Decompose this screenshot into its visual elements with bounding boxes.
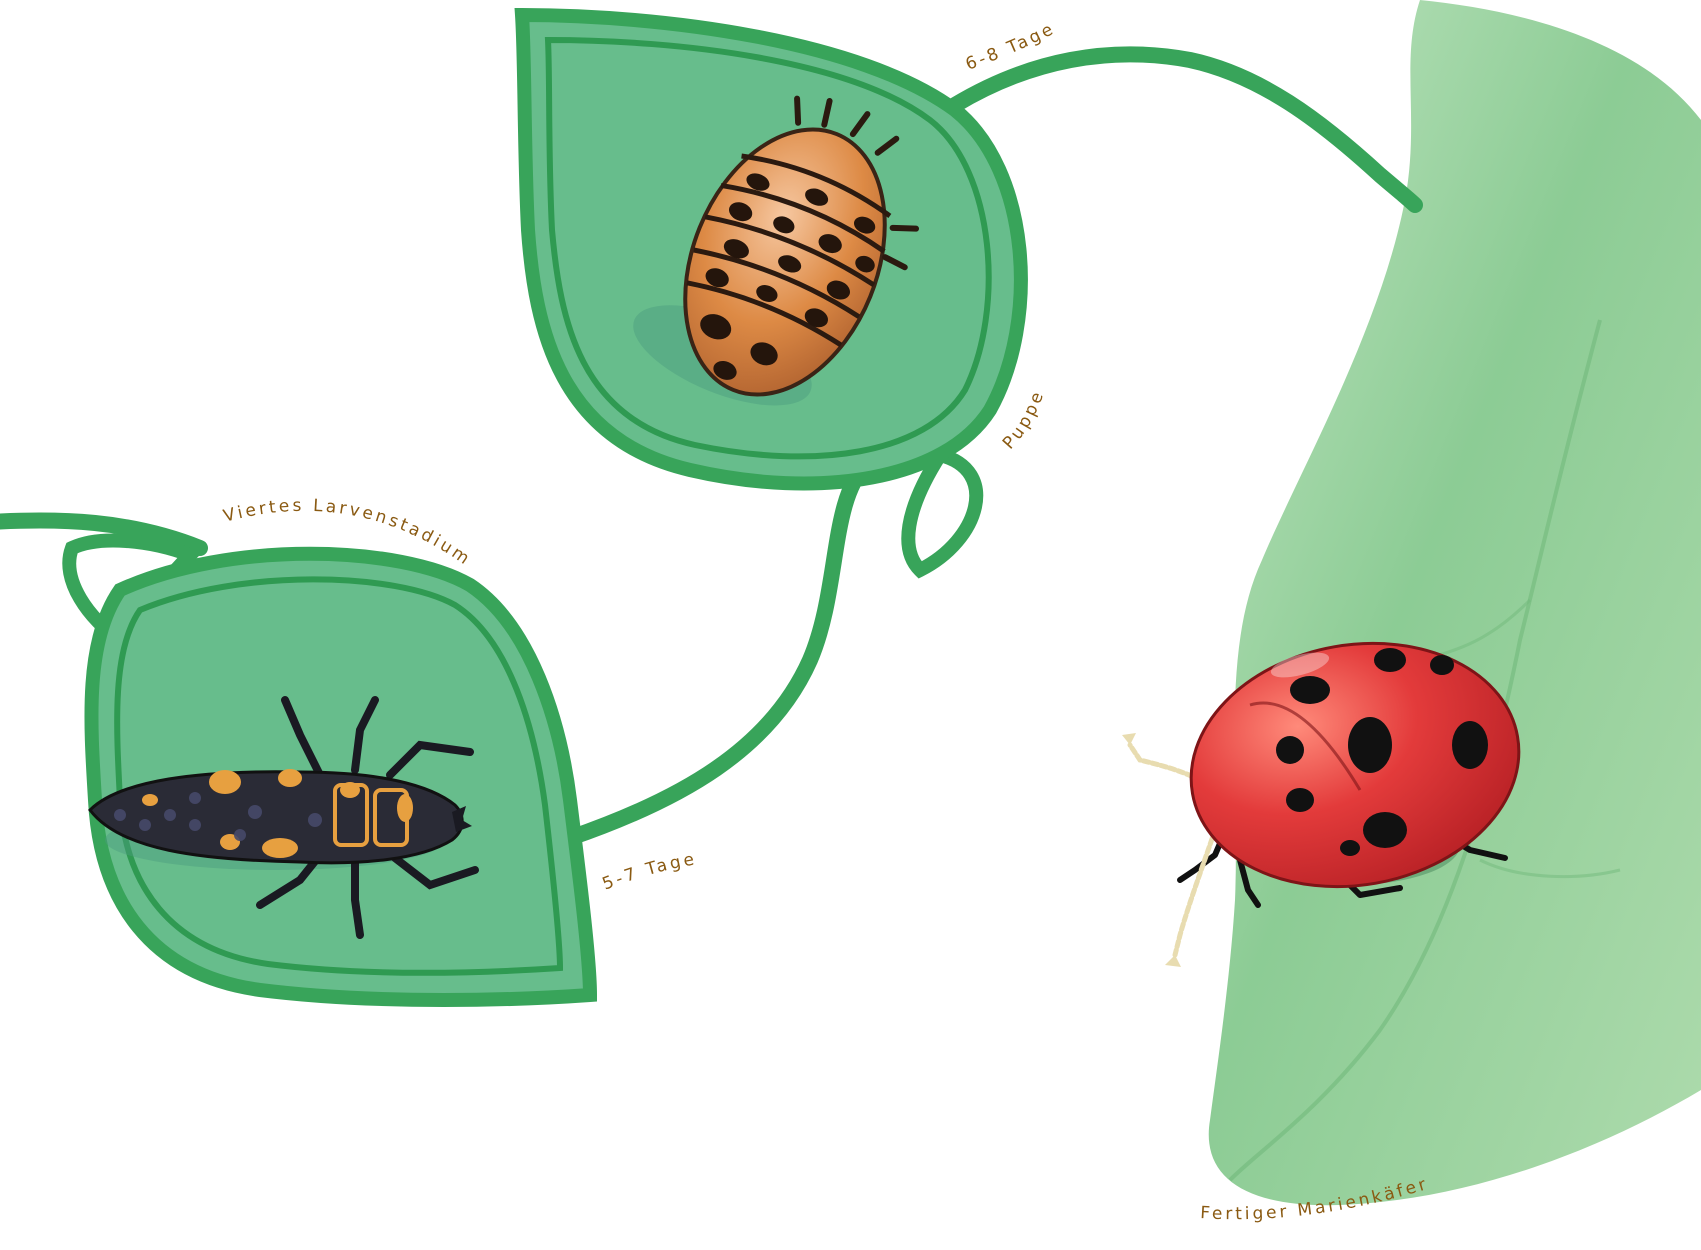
- label-stage-pupa: Puppe: [999, 387, 1049, 454]
- label-duration-lower: 5-7 Tage: [600, 849, 699, 894]
- big-leaf-blade: [1209, 0, 1701, 1205]
- big-leaf: [1209, 0, 1701, 1205]
